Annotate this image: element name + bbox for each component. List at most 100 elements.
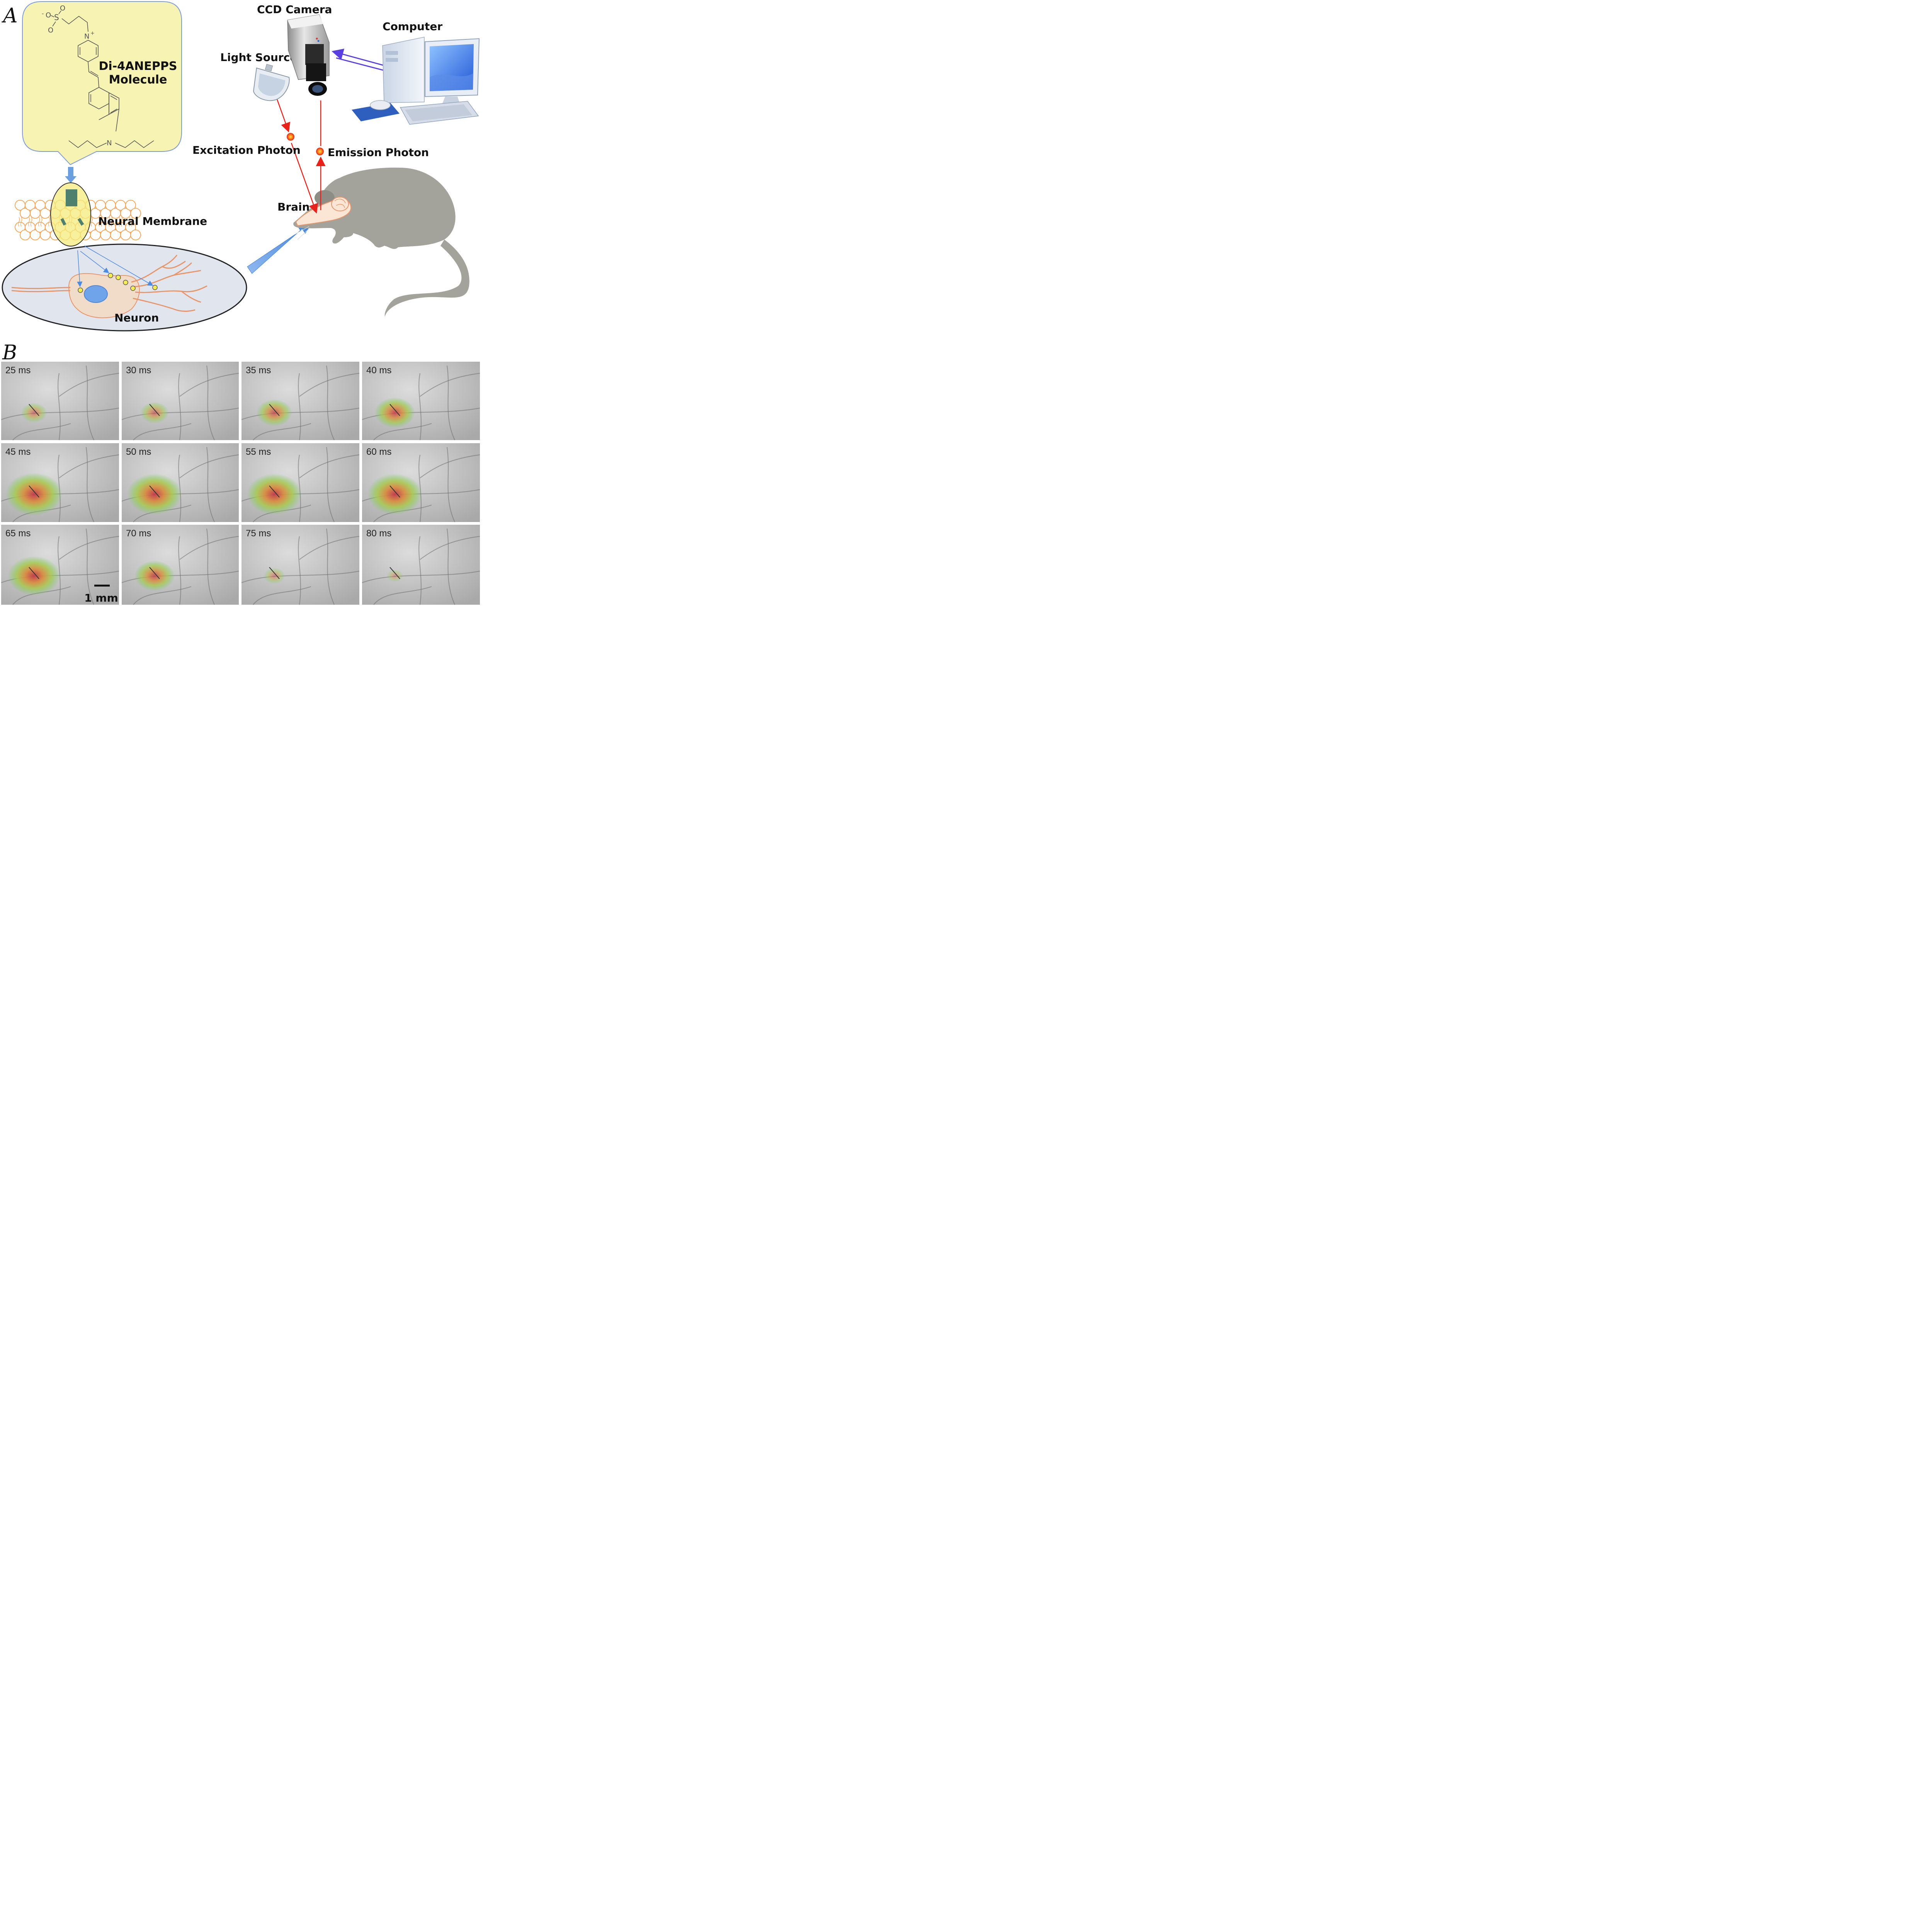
- frame-time-label: 75 ms: [246, 528, 271, 539]
- blood-vessel: [179, 372, 239, 397]
- emission-photon-dot: [316, 148, 324, 155]
- lipid-head: [125, 200, 136, 211]
- activation-region: [134, 560, 175, 591]
- molecule-structure: - O S O O N + N: [42, 4, 154, 148]
- vsd-frame: 35 ms: [241, 362, 360, 440]
- activation-region: [21, 403, 47, 423]
- activation-region: [5, 473, 63, 516]
- computer-label: Computer: [383, 20, 442, 33]
- electrode: [269, 404, 280, 416]
- frame-time-label: 65 ms: [5, 528, 31, 539]
- ccd-camera: [287, 14, 330, 96]
- charge-plus: +: [90, 31, 95, 36]
- emission-label: Emission Photon: [328, 146, 429, 159]
- activation-region: [374, 397, 415, 428]
- atom-o-2: O: [60, 4, 65, 12]
- neuron-label: Neuron: [114, 311, 159, 324]
- blood-vessel: [446, 447, 455, 522]
- panel-a-letter: A: [2, 4, 18, 27]
- charge-minus: -: [42, 10, 44, 17]
- molecule-callout: [22, 1, 182, 165]
- electrode: [269, 567, 280, 579]
- electrode: [149, 485, 160, 498]
- blood-vessel: [178, 373, 181, 440]
- blood-vessel: [420, 372, 480, 397]
- vsd-frame: 30 ms: [121, 362, 239, 440]
- blood-vessel: [133, 423, 192, 440]
- excitation-photon-dot: [287, 133, 294, 141]
- blood-vessel: [206, 365, 215, 440]
- vsd-frame-grid: 25 ms 30 ms 35 ms 40 ms 45 ms 50 ms 55 ms 60 ms…: [1, 362, 480, 605]
- activation-region: [8, 556, 60, 595]
- activation-region: [386, 569, 403, 582]
- light-source-label: Light Source: [220, 51, 297, 64]
- electrode: [389, 404, 400, 416]
- blood-vessel: [299, 372, 360, 397]
- blood-vessel: [179, 454, 239, 478]
- membrane-label: Neural Membrane: [98, 215, 207, 228]
- frame-time-label: 60 ms: [366, 447, 391, 457]
- activation-region: [264, 568, 285, 584]
- figure: A - O S O O N + N Di-4ANEP: [0, 0, 483, 606]
- blood-vessel: [59, 454, 119, 478]
- frame-time-label: 40 ms: [366, 365, 391, 376]
- dye-highlight: [50, 182, 91, 247]
- excitation-label: Excitation Photon: [192, 144, 301, 156]
- frame-time-label: 25 ms: [5, 365, 31, 376]
- electrode: [29, 404, 39, 416]
- blood-vessel: [446, 528, 456, 605]
- computer: [352, 37, 480, 125]
- blood-vessel: [418, 536, 422, 605]
- atom-n-1: N: [84, 32, 89, 41]
- blood-vessel: [418, 454, 422, 522]
- blood-vessel: [373, 423, 432, 440]
- blood-vessel: [59, 536, 119, 560]
- blood-vessel: [58, 536, 61, 605]
- vsd-frame: 55 ms: [241, 443, 360, 522]
- frame-time-label: 30 ms: [126, 365, 151, 376]
- frame-time-label: 55 ms: [246, 447, 271, 457]
- electrode: [149, 567, 160, 579]
- blood-vessel: [12, 423, 71, 440]
- rat: [293, 167, 469, 317]
- atom-s: S: [54, 13, 59, 22]
- blood-vessel: [121, 407, 239, 420]
- blood-vessel: [298, 454, 301, 522]
- vsd-frame: 60 ms: [362, 443, 480, 522]
- blood-vessel: [326, 365, 335, 440]
- blood-vessel: [299, 536, 360, 560]
- vsd-frame: 50 ms: [121, 443, 239, 522]
- electrode: [269, 485, 280, 498]
- lipid-head: [125, 222, 136, 233]
- vsd-frame: 65 ms: [1, 525, 119, 605]
- atom-o-1: O: [46, 11, 51, 19]
- blood-vessel: [418, 373, 422, 440]
- blood-vessel: [179, 536, 239, 560]
- frame-time-label: 45 ms: [5, 447, 31, 457]
- electrode: [389, 485, 400, 498]
- blood-vessel: [420, 536, 480, 560]
- blood-vessel: [206, 447, 215, 522]
- blood-vessel: [362, 570, 480, 583]
- blood-vessel: [362, 407, 480, 420]
- activation-region: [140, 402, 169, 423]
- blood-vessel: [59, 372, 119, 397]
- blood-vessel: [446, 365, 455, 440]
- brain-label: Brain: [277, 201, 310, 213]
- frame-time-label: 35 ms: [246, 365, 271, 376]
- molecule-name: Di-4ANEPPS: [99, 60, 177, 73]
- scale-bar-label: 1 mm: [84, 592, 118, 604]
- scale-bar: 1 mm: [84, 585, 118, 604]
- frame-time-label: 70 ms: [126, 528, 151, 539]
- light-source: [253, 64, 290, 101]
- neuron-panel: [2, 243, 247, 332]
- atom-o-3: O: [48, 26, 53, 34]
- vsd-frame: 80 ms: [362, 525, 480, 605]
- blood-vessel: [326, 528, 335, 605]
- electrode: [149, 404, 160, 416]
- frame-time-label: 50 ms: [126, 447, 151, 457]
- blood-vessel: [206, 528, 215, 605]
- blood-vessel: [241, 570, 360, 583]
- blood-vessel: [85, 528, 95, 605]
- blood-vessel: [85, 365, 94, 440]
